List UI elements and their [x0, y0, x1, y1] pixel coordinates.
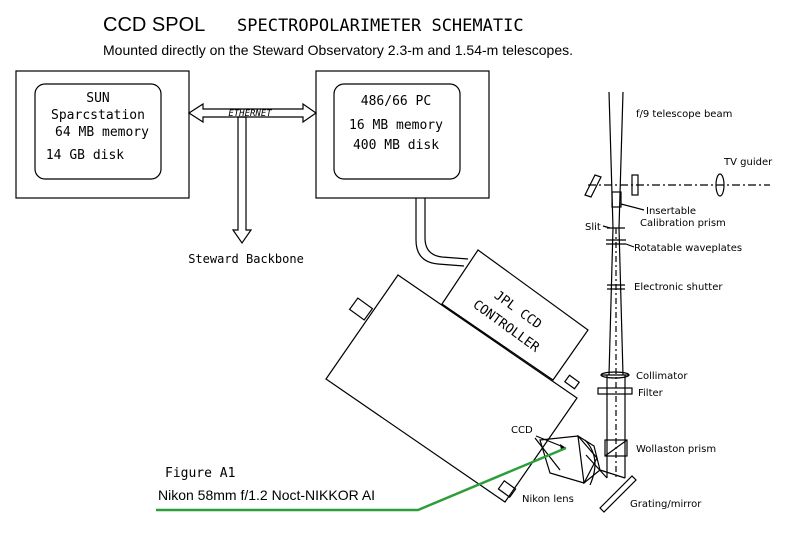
ccd-camera-body — [325, 274, 578, 503]
ethernet-label: ETHERNET — [228, 109, 272, 119]
tv-guider-label: TV guider — [723, 157, 773, 168]
pc-memory-label: 16 MB memory — [349, 118, 443, 133]
tv-guider-path — [584, 173, 770, 208]
collimator-label: Collimator — [636, 371, 688, 382]
filter — [597, 387, 633, 395]
ethernet-link: ETHERNET — [187, 102, 318, 124]
calibration-prism-label: Calibration prism — [640, 218, 726, 229]
diagram-title: CCD SPOL — [103, 14, 205, 36]
sun-label: SUN — [86, 91, 109, 106]
sun-model-label: Sparcstation — [51, 108, 145, 123]
diagram-subtitle: Mounted directly on the Steward Observat… — [103, 42, 573, 58]
schematic-title: SPECTROPOLARIMETER SCHEMATIC — [237, 16, 524, 36]
nikon-lens-label: Nikon lens — [522, 494, 574, 505]
backbone-label: Steward Backbone — [188, 252, 304, 266]
insertable-label: Insertable — [646, 206, 696, 217]
grating-label: Grating/mirror — [630, 499, 702, 510]
filter-label: Filter — [638, 388, 664, 399]
lens-annotation-line — [156, 446, 567, 512]
sun-disk-label: 14 GB disk — [46, 148, 124, 163]
ccd-label: CCD — [511, 425, 533, 436]
slit — [602, 225, 625, 229]
pc-workstation: 486/66 PC 16 MB memory 400 MB disk — [315, 70, 490, 199]
pc-model-label: 486/66 PC — [361, 94, 431, 109]
waveplates — [606, 239, 635, 248]
telescope-beam-label: f/9 telescope beam — [636, 109, 732, 120]
figure-label: Figure A1 — [165, 466, 235, 481]
backbone-link: Steward Backbone — [188, 116, 304, 266]
slit-label: Slit — [585, 222, 601, 233]
grating-mirror — [599, 475, 637, 513]
wollaston-prism — [604, 439, 628, 457]
lens-annotation: Nikon 58mm f/1.2 Noct-NIKKOR AI — [158, 487, 375, 503]
controller-cable — [415, 198, 469, 267]
pc-disk-label: 400 MB disk — [353, 138, 439, 153]
shutter-label: Electronic shutter — [634, 282, 723, 293]
wollaston-label: Wollaston prism — [636, 444, 716, 455]
sun-workstation: SUN Sparcstation 64 MB memory 14 GB disk — [15, 70, 190, 199]
waveplates-label: Rotatable waveplates — [634, 243, 742, 254]
shutter — [607, 284, 625, 290]
sun-memory-label: 64 MB memory — [55, 125, 149, 140]
jpl-ccd-controller: JPL CCD CONTROLLER — [441, 249, 589, 390]
collimator — [600, 371, 630, 379]
